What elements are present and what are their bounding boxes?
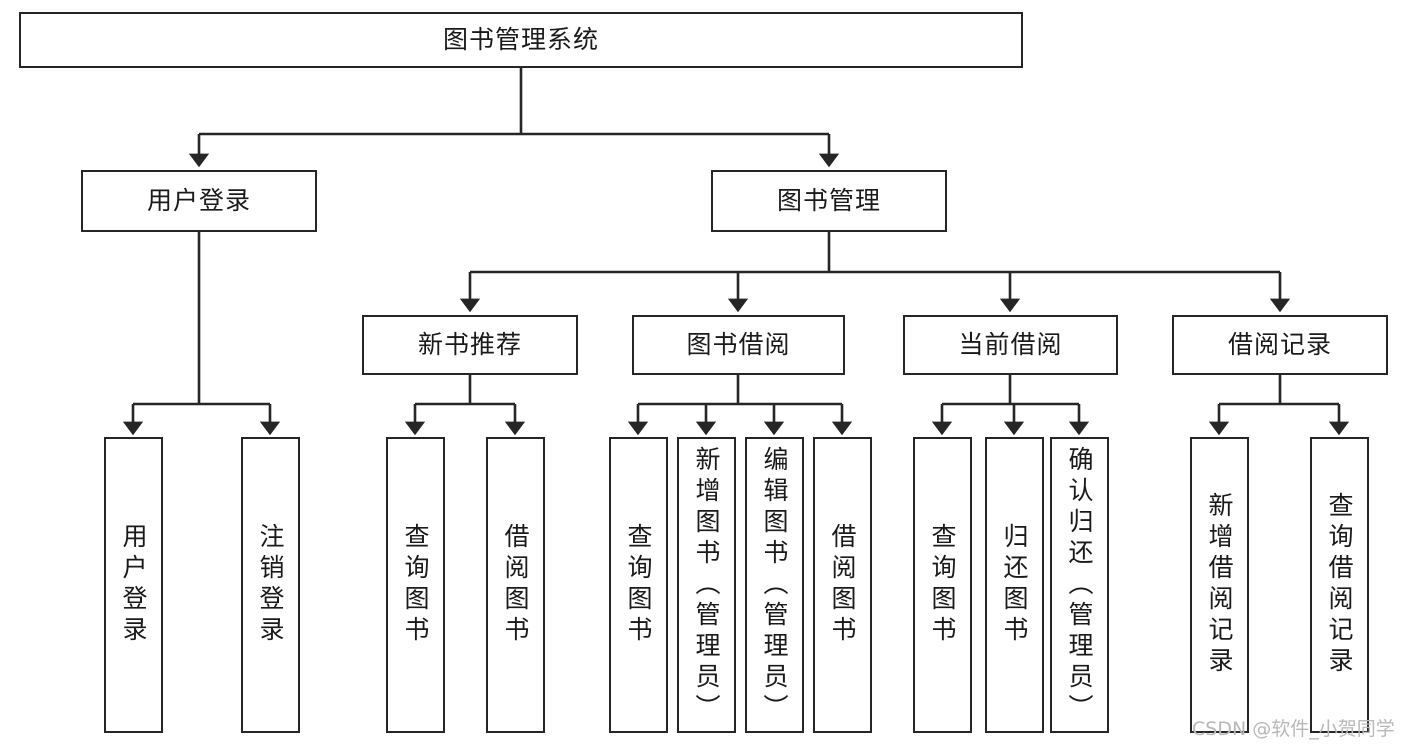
node-label: 图书管理系统 [442, 25, 599, 55]
node-leaf-query-borrow-record[interactable]: 查询借阅记录 [1310, 437, 1369, 733]
node-root-system[interactable]: 图书管理系统 [19, 12, 1023, 68]
node-leaf-add-borrow-record[interactable]: 新增借阅记录 [1190, 437, 1249, 733]
node-leaf-query-book-borrow[interactable]: 查询图书 [609, 437, 668, 733]
node-label: 编辑图书（管理员） [760, 445, 789, 725]
node-leaf-confirm-return-admin[interactable]: 确认归还（管理员） [1050, 437, 1109, 733]
node-label: 查询借阅记录 [1325, 492, 1354, 678]
node-label: 图书管理 [776, 186, 881, 216]
node-leaf-add-book-admin[interactable]: 新增图书（管理员） [677, 437, 736, 733]
node-leaf-logout-login[interactable]: 注销登录 [241, 437, 300, 733]
node-label: 借阅记录 [1227, 330, 1332, 360]
node-leaf-query-book-current[interactable]: 查询图书 [913, 437, 972, 733]
node-label: 新增借阅记录 [1205, 492, 1234, 678]
node-leaf-borrow-book-borrow[interactable]: 借阅图书 [813, 437, 872, 733]
node-label: 用户登录 [119, 523, 148, 647]
node-leaf-user-login[interactable]: 用户登录 [104, 437, 163, 733]
node-label: 新书推荐 [417, 330, 522, 360]
csdn-watermark: CSDN @软件_小贺同学 [1192, 718, 1395, 740]
node-label: 归还图书 [1000, 523, 1029, 647]
node-label: 用户登录 [146, 186, 251, 216]
node-label: 图书借阅 [686, 330, 791, 360]
node-leaf-edit-book-admin[interactable]: 编辑图书（管理员） [745, 437, 804, 733]
node-label: 查询图书 [928, 523, 957, 647]
node-leaf-borrow-book-recommend[interactable]: 借阅图书 [486, 437, 545, 733]
node-label: 借阅图书 [501, 523, 530, 647]
node-borrow-record[interactable]: 借阅记录 [1172, 315, 1388, 375]
node-leaf-return-book[interactable]: 归还图书 [985, 437, 1044, 733]
node-label: 新增图书（管理员） [692, 445, 721, 725]
node-leaf-query-book-recommend[interactable]: 查询图书 [386, 437, 445, 733]
node-user-login[interactable]: 用户登录 [81, 170, 317, 232]
node-label: 查询图书 [624, 523, 653, 647]
node-label: 确认归还（管理员） [1065, 445, 1094, 725]
node-label: 注销登录 [256, 523, 285, 647]
node-book-borrow[interactable]: 图书借阅 [632, 315, 845, 375]
node-current-borrow[interactable]: 当前借阅 [903, 315, 1118, 375]
node-new-book-recommend[interactable]: 新书推荐 [362, 315, 578, 375]
node-label: 查询图书 [401, 523, 430, 647]
node-book-manage[interactable]: 图书管理 [711, 170, 947, 232]
node-label: 借阅图书 [828, 523, 857, 647]
node-label: 当前借阅 [958, 330, 1063, 360]
